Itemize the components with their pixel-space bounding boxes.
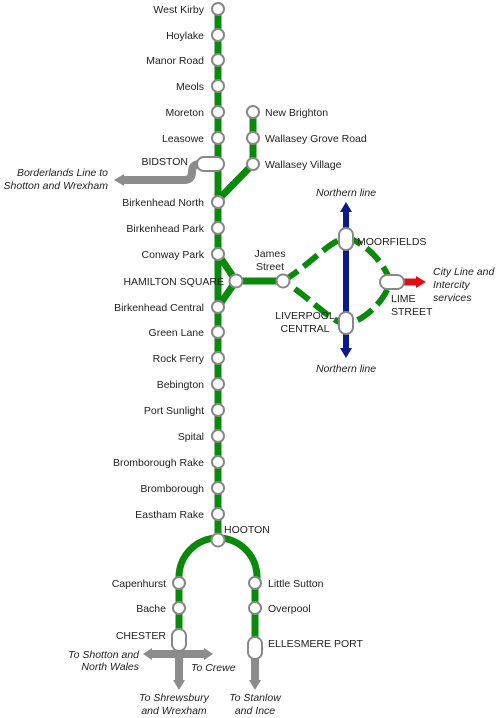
label-bebington: Bebington — [157, 379, 204, 391]
station-marker-port-sunlight[interactable] — [211, 403, 225, 417]
label-lime-street-line1: LIME — [391, 293, 416, 305]
station-marker-hoylake[interactable] — [211, 28, 225, 42]
label-overpool: Overpool — [268, 603, 311, 615]
label-shrewsbury-line1: To Shrewsbury — [139, 692, 209, 704]
station-marker-bidston[interactable] — [196, 156, 225, 172]
crewe-arrow-icon — [204, 648, 213, 660]
station-markers — [171, 2, 405, 660]
label-northern-line-bottom: Northern line — [316, 363, 376, 375]
borderlands-arrow-icon — [114, 174, 124, 186]
label-rock-ferry: Rock Ferry — [153, 353, 205, 365]
station-marker-liverpool-central[interactable] — [338, 311, 354, 335]
station-marker-meols[interactable] — [211, 79, 225, 93]
station-marker-leasowe[interactable] — [211, 131, 225, 145]
label-borderlands-line2: Shotton and Wrexham — [4, 180, 109, 192]
label-lime-street-line2: STREET — [391, 306, 433, 318]
label-moreton: Moreton — [165, 107, 204, 119]
label-port-sunlight: Port Sunlight — [144, 405, 204, 417]
label-chester: CHESTER — [116, 630, 167, 642]
label-city-line-line1: City Line and — [433, 266, 495, 278]
label-james-street-line2: Street — [256, 261, 284, 273]
label-stanlow-line2: and Ince — [235, 705, 275, 717]
station-marker-hamilton-square[interactable] — [228, 273, 244, 289]
station-marker-manor-road[interactable] — [211, 53, 225, 67]
label-liverpool-central-line1: LIVERPOOL — [275, 310, 335, 322]
label-manor-road: Manor Road — [146, 55, 204, 67]
station-marker-new-brighton[interactable] — [246, 105, 260, 119]
station-marker-overpool[interactable] — [248, 601, 262, 615]
station-marker-west-kirby[interactable] — [211, 2, 225, 16]
station-marker-moreton[interactable] — [211, 105, 225, 119]
label-birkenhead-park: Birkenhead Park — [126, 223, 204, 235]
label-birkenhead-central: Birkenhead Central — [114, 302, 204, 314]
label-james-street-line1: James — [255, 248, 286, 260]
label-northern-line-top: Northern line — [316, 187, 376, 199]
label-hooton: HOOTON — [224, 524, 270, 536]
label-city-line-line3: services — [433, 292, 472, 304]
label-moorfields: MOORFIELDS — [357, 236, 426, 248]
stanlow-arrow-icon — [249, 680, 261, 690]
station-marker-bache[interactable] — [172, 601, 186, 615]
northern-line-north-arrow-icon — [340, 202, 352, 212]
label-birkenhead-north: Birkenhead North — [122, 197, 204, 209]
station-marker-wallasey-village[interactable] — [246, 157, 260, 171]
station-marker-capenhurst[interactable] — [172, 576, 186, 590]
label-city-line-line2: Intercity — [433, 279, 471, 291]
station-marker-wallasey-grove-road[interactable] — [246, 131, 260, 145]
northern-line-south-arrow-icon — [340, 348, 352, 358]
station-marker-eastham-rake[interactable] — [211, 507, 225, 521]
label-green-lane: Green Lane — [149, 327, 205, 339]
station-marker-bromborough[interactable] — [211, 481, 225, 495]
station-marker-green-lane[interactable] — [211, 325, 225, 339]
station-marker-chester[interactable] — [171, 628, 187, 652]
label-bidston: BIDSTON — [142, 156, 188, 168]
label-conway-park: Conway Park — [142, 249, 205, 261]
station-marker-conway-park[interactable] — [211, 247, 225, 261]
connection-labels: Borderlands Line to Shotton and Wrexham … — [4, 167, 496, 717]
station-marker-bromborough-rake[interactable] — [211, 455, 225, 469]
label-bromborough-rake: Bromborough Rake — [113, 457, 204, 469]
shrewsbury-arrow-icon — [173, 680, 185, 690]
label-ellesmere-port: ELLESMERE PORT — [268, 638, 364, 650]
station-marker-james-street[interactable] — [275, 273, 291, 289]
shotton-arrow-icon — [143, 648, 152, 660]
label-little-sutton: Little Sutton — [268, 578, 324, 590]
label-shotton-north-wales-line2: North Wales — [81, 661, 139, 673]
label-spital: Spital — [178, 431, 204, 443]
station-marker-bebington[interactable] — [211, 377, 225, 391]
label-eastham-rake: Eastham Rake — [135, 509, 204, 521]
station-marker-birkenhead-north[interactable] — [211, 195, 225, 209]
station-marker-hooton[interactable] — [210, 532, 226, 548]
label-west-kirby: West Kirby — [153, 4, 204, 16]
label-leasowe: Leasowe — [162, 133, 204, 145]
station-marker-rock-ferry[interactable] — [211, 351, 225, 365]
label-to-crewe: To Crewe — [191, 662, 236, 674]
city-line-arrow-icon — [416, 276, 426, 288]
label-hoylake: Hoylake — [166, 30, 204, 42]
station-marker-little-sutton[interactable] — [248, 576, 262, 590]
label-liverpool-central-line2: CENTRAL — [280, 323, 329, 335]
label-shrewsbury-line2: and Wrexham — [141, 705, 207, 717]
label-wallasey-village: Wallasey Village — [265, 159, 342, 171]
station-marker-ellesmere-port[interactable] — [247, 636, 263, 660]
label-meols: Meols — [176, 81, 204, 93]
station-labels: West Kirby Hoylake Manor Road Meols More… — [112, 4, 433, 650]
station-marker-lime-street[interactable] — [379, 274, 405, 290]
station-marker-birkenhead-park[interactable] — [211, 221, 225, 235]
label-bache: Bache — [136, 603, 166, 615]
station-marker-spital[interactable] — [211, 429, 225, 443]
label-shotton-north-wales-line1: To Shotton and — [68, 649, 140, 661]
label-bromborough: Bromborough — [140, 483, 204, 495]
label-borderlands-line1: Borderlands Line to — [17, 167, 108, 179]
label-hamilton-square: HAMILTON SQUARE — [123, 276, 224, 288]
label-wallasey-grove-road: Wallasey Grove Road — [265, 133, 367, 145]
station-marker-birkenhead-central[interactable] — [211, 300, 225, 314]
station-marker-moorfields[interactable] — [338, 227, 354, 251]
label-capenhurst: Capenhurst — [112, 578, 166, 590]
label-stanlow-line1: To Stanlow — [229, 692, 282, 704]
label-new-brighton: New Brighton — [265, 107, 328, 119]
